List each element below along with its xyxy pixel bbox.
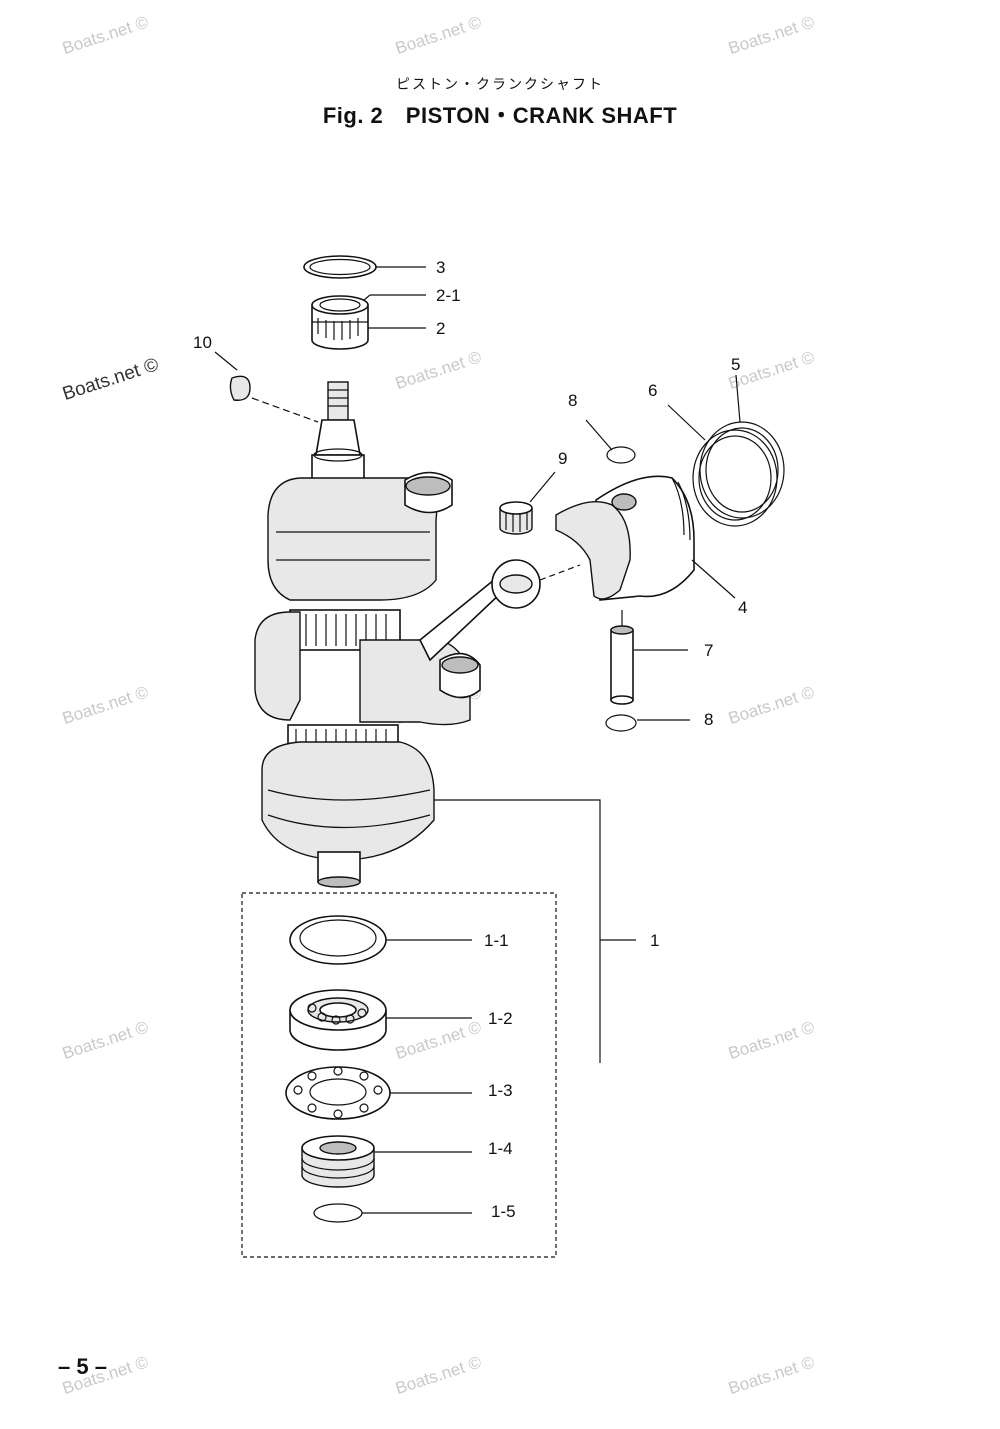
callout-2: 2 <box>436 319 445 338</box>
part-7-piston-pin[interactable] <box>610 625 634 705</box>
part-3-ring[interactable] <box>303 255 377 279</box>
callout-8-bottom: 8 <box>704 710 713 729</box>
part-1-4-seal[interactable] <box>301 1135 375 1188</box>
part-1-5-circlip[interactable] <box>313 1203 363 1223</box>
callout-1-5: 1-5 <box>491 1202 516 1221</box>
sub-assembly-box <box>241 892 557 1258</box>
callout-1-2: 1-2 <box>488 1009 513 1028</box>
key-guide-line <box>251 397 319 423</box>
part-6-ring[interactable] <box>692 429 778 527</box>
part-1-1-plate[interactable] <box>289 915 387 965</box>
callout-1-1: 1-1 <box>484 931 509 950</box>
callout-5: 5 <box>731 355 740 374</box>
part-1-3-plate[interactable] <box>285 1066 391 1120</box>
leader-lines <box>214 266 741 1214</box>
part-2-bearing[interactable] <box>311 295 369 350</box>
callout-10: 10 <box>193 333 212 352</box>
callout-4: 4 <box>738 598 747 617</box>
callout-3: 3 <box>436 258 445 277</box>
callout-2-1: 2-1 <box>436 286 461 305</box>
part-1-2-ball-bearing[interactable] <box>289 989 387 1051</box>
connecting-rod[interactable] <box>418 559 541 662</box>
page-number: – 5 – <box>58 1354 107 1379</box>
callout-9: 9 <box>558 449 567 468</box>
callout-8-top: 8 <box>568 391 577 410</box>
callout-6: 6 <box>648 381 657 400</box>
part-9-needle-bearing[interactable] <box>499 501 533 535</box>
callout-1-4: 1-4 <box>488 1139 513 1158</box>
part-8-circlip-bottom[interactable] <box>605 714 637 732</box>
part-1-crankshaft[interactable] <box>254 381 481 888</box>
pin-guide-line <box>539 564 581 581</box>
part-10-key[interactable] <box>229 375 251 401</box>
callout-7: 7 <box>704 641 713 660</box>
callout-1: 1 <box>650 931 659 950</box>
part-4-piston[interactable] <box>555 475 695 601</box>
part-8-circlip-top[interactable] <box>606 446 636 464</box>
japanese-title: ピストン・クランクシャフト <box>396 77 604 93</box>
figure-title: Fig. 2 PISTON・CRANK SHAFT <box>322 103 678 128</box>
callout-1-3: 1-3 <box>488 1081 513 1100</box>
